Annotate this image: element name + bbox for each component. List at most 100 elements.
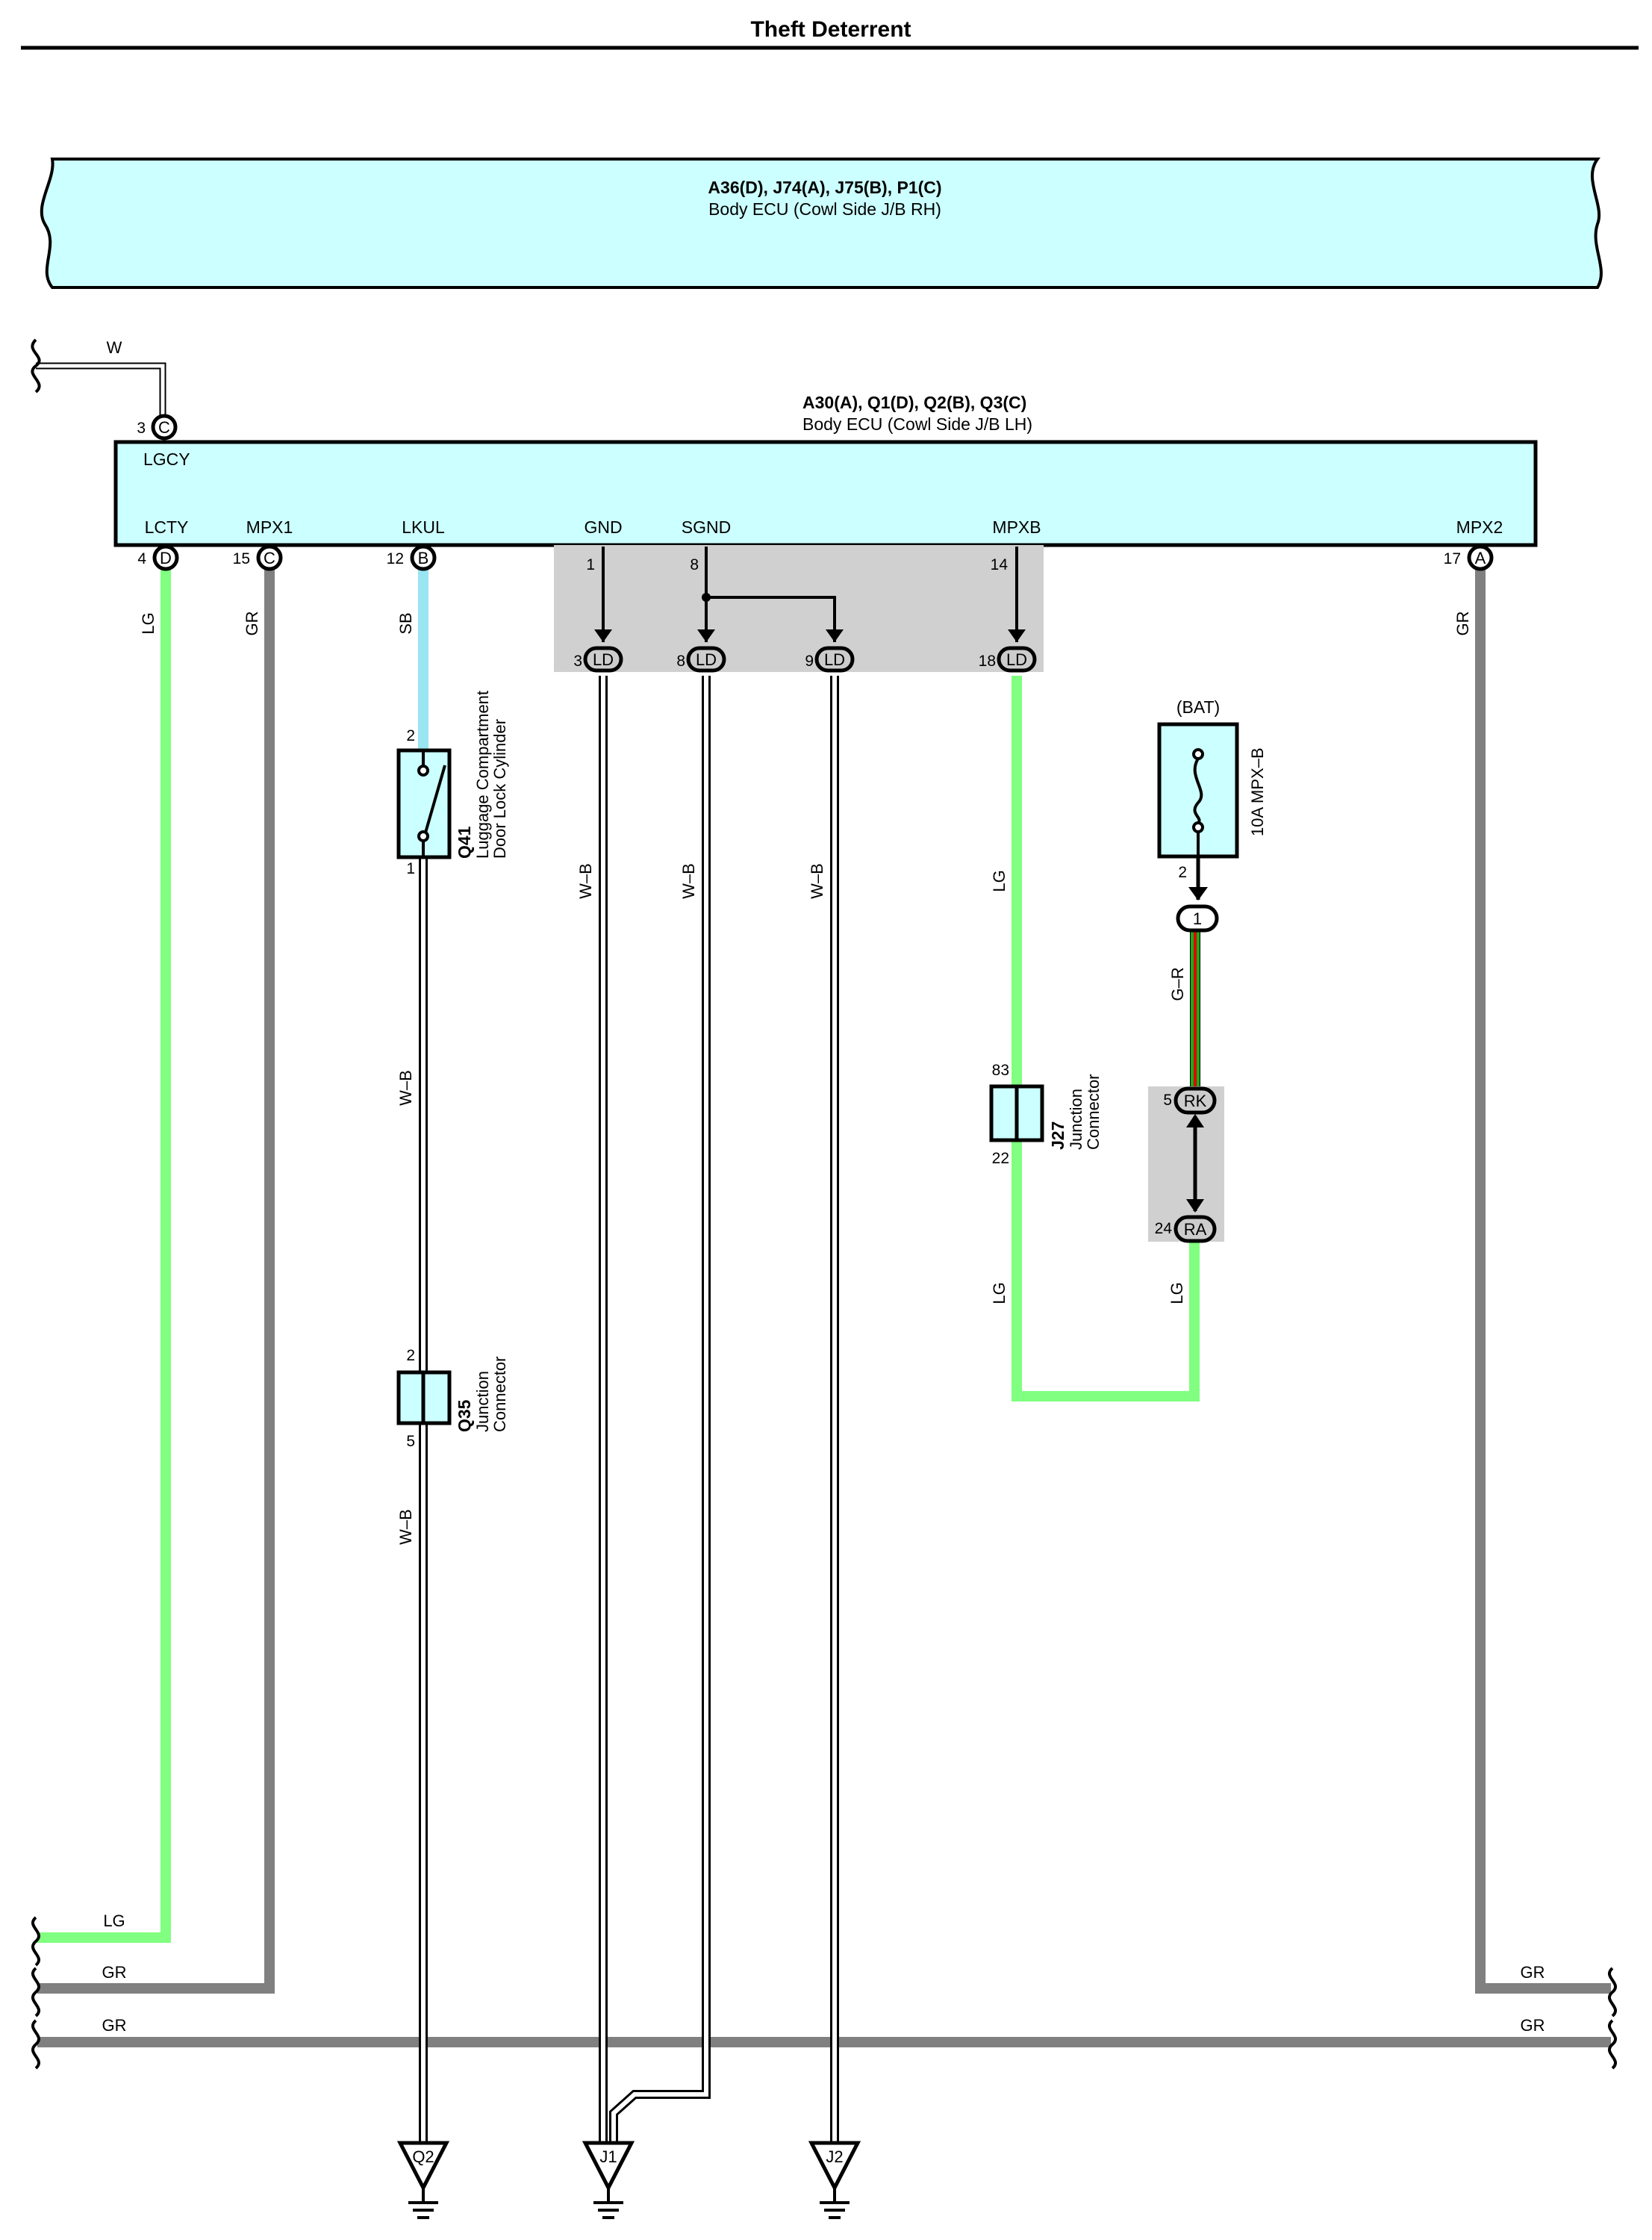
- wire-label-gr-left-2: GR: [102, 2016, 127, 2035]
- wire-label-mpx2: GR: [1453, 612, 1472, 636]
- wire-mpxb-lg: [1012, 676, 1200, 1401]
- svg-text:Q2: Q2: [412, 2147, 434, 2166]
- wire-label-lg-j27: LG: [990, 1282, 1009, 1304]
- terminal-lgcy-label: LGCY: [143, 449, 190, 469]
- svg-text:Luggage Compartment: Luggage Compartment: [473, 691, 492, 859]
- wire-label-mpx1: GR: [243, 612, 261, 636]
- connector-ld-18: LD: [997, 646, 1037, 673]
- svg-text:Junction: Junction: [473, 1371, 492, 1432]
- wire-label-gr-left-1: GR: [102, 1963, 127, 1982]
- body-ecu-lh-name: Body ECU (Cowl Side J/B LH): [802, 414, 1032, 434]
- connector-ra: RA: [1173, 1215, 1217, 1243]
- terminal-lkul-label: LKUL: [402, 517, 445, 537]
- wire-label-wb-ld3: W–B: [576, 863, 595, 899]
- body-ecu-rh-box: [40, 158, 1603, 289]
- splice-point: [702, 593, 711, 602]
- q35-pin-bottom: 5: [406, 1433, 415, 1450]
- rk-ra-link: [1186, 1114, 1204, 1213]
- wire-lcty-lg: [37, 567, 171, 1943]
- fuse-symbol: [1192, 748, 1204, 856]
- svg-text:Connector: Connector: [490, 1356, 509, 1432]
- svg-text:J1: J1: [599, 2147, 617, 2166]
- pin-lcty: 4: [137, 550, 146, 567]
- svg-text:Junction: Junction: [1067, 1089, 1085, 1150]
- svg-text:Q41: Q41: [455, 826, 474, 859]
- wire-mpx2-gr: [1475, 567, 1611, 1994]
- wire-label-lg-ra: LG: [1168, 1282, 1186, 1304]
- break-mark-lgcy: [31, 338, 41, 393]
- pin-mpxb: 14: [991, 556, 1009, 573]
- page-title: Theft Deterrent: [750, 17, 911, 42]
- body-ecu-lh-box: [113, 440, 1538, 547]
- wire-label-lcty: LG: [139, 612, 158, 634]
- pin-mpx2: 17: [1444, 550, 1461, 567]
- fuse-source: (BAT): [1176, 697, 1220, 717]
- terminal-sgnd-label: SGND: [682, 517, 731, 537]
- connector-mpx1: C: [256, 544, 283, 571]
- svg-text:LD: LD: [1006, 650, 1027, 669]
- body-ecu-lh-connectors: A30(A), Q1(D), Q2(B), Q3(C): [802, 393, 1026, 412]
- svg-text:RK: RK: [1184, 1092, 1207, 1110]
- break-marks-left: [31, 1916, 40, 2070]
- q41-switch-symbol: [417, 750, 446, 857]
- svg-text:B: B: [418, 549, 429, 567]
- terminal-mpxb-label: MPXB: [992, 517, 1041, 537]
- wire-label-lg-bottom: LG: [103, 1911, 125, 1930]
- j27-pin-top: 83: [992, 1062, 1009, 1079]
- q41-pin-top: 2: [406, 727, 415, 744]
- wire-label-gr-right-1: GR: [1521, 1963, 1545, 1982]
- wire-label-lgcy: W: [107, 338, 122, 357]
- connector-ld-3: LD: [583, 646, 623, 673]
- ra-pin: 24: [1155, 1220, 1173, 1237]
- connector-lkul: B: [410, 544, 437, 571]
- svg-text:LD: LD: [593, 650, 614, 669]
- connector-mpx2: A: [1467, 544, 1494, 571]
- connector-ld-9: LD: [814, 646, 855, 673]
- svg-text:C: C: [264, 549, 275, 567]
- svg-text:1: 1: [1193, 909, 1202, 928]
- wire-label-wb-ld8: W–B: [679, 863, 698, 899]
- svg-text:C: C: [158, 418, 170, 437]
- j27-pin-bottom: 22: [992, 1150, 1009, 1167]
- q41-label: Q41 Luggage Compartment Door Lock Cylind…: [455, 691, 509, 859]
- body-ecu-rh-connectors: A36(D), J74(A), J75(B), P1(C): [708, 178, 941, 197]
- rk-pin: 5: [1163, 1092, 1172, 1109]
- pin-gnd: 1: [586, 556, 595, 573]
- svg-text:J2: J2: [826, 2147, 843, 2166]
- connector-rk: RK: [1173, 1086, 1217, 1115]
- pin-ld-18: 18: [979, 653, 996, 670]
- terminal-gnd-label: GND: [584, 517, 622, 537]
- pin-ld-3: 3: [573, 653, 582, 670]
- q35-label: Q35 Junction Connector: [455, 1356, 509, 1432]
- svg-text:Connector: Connector: [1084, 1074, 1103, 1150]
- wire-label-lkul: SB: [396, 612, 415, 634]
- pin-lgcy: 3: [137, 420, 146, 437]
- svg-text:LD: LD: [824, 650, 845, 669]
- wire-label-g-r: G–R: [1168, 967, 1187, 1001]
- wire-mpx1-gr: [37, 567, 275, 1994]
- connector-ld-8: LD: [686, 646, 726, 673]
- wire-label-wb-q41: W–B: [396, 1070, 415, 1106]
- svg-text:D: D: [160, 549, 172, 567]
- q35-pin-top: 2: [406, 1347, 415, 1364]
- connector-lgcy: C: [151, 414, 178, 441]
- pin-mpx1: 15: [233, 550, 250, 567]
- svg-text:Q35: Q35: [455, 1399, 474, 1432]
- j27-label: J27 Junction Connector: [1048, 1074, 1103, 1150]
- pin-lkul: 12: [387, 550, 404, 567]
- ground-connector-shade: [554, 545, 1044, 672]
- wire-ld8-wb: [609, 676, 711, 2143]
- fuse-name: 10A MPX–B: [1248, 747, 1267, 836]
- connector-lcty: D: [152, 544, 179, 571]
- wire-label-lg-mpxb: LG: [990, 870, 1009, 892]
- svg-text:Door Lock Cylinder: Door Lock Cylinder: [490, 719, 509, 859]
- fuse-pin: 2: [1178, 864, 1187, 881]
- svg-text:RA: RA: [1184, 1220, 1207, 1239]
- internal-arrows: [594, 629, 1026, 642]
- pin-ld-9: 9: [805, 653, 814, 670]
- body-ecu-rh-name: Body ECU (Cowl Side J/B RH): [708, 199, 941, 219]
- internal-links: [602, 547, 1018, 642]
- terminal-mpx2-label: MPX2: [1456, 517, 1503, 537]
- pin-ld-8: 8: [676, 653, 685, 670]
- q41-pin-bottom: 1: [406, 860, 415, 877]
